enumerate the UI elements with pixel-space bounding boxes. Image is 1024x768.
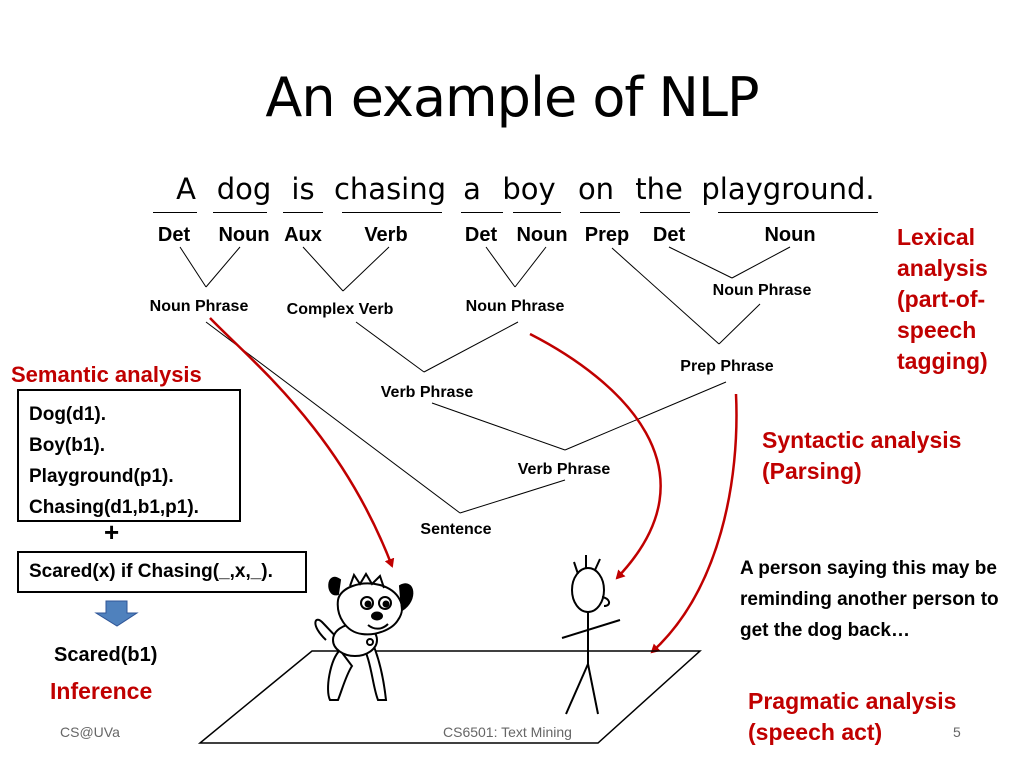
underline: [461, 212, 503, 213]
syntactic-analysis-label: Syntactic analysis (Parsing): [762, 425, 961, 487]
parse-tree-edges: [179, 246, 791, 514]
inference-conclusion: Scared(b1): [54, 644, 158, 666]
pos-tag: Aux: [284, 224, 322, 246]
node-noun-phrase-3: Noun Phrase: [712, 282, 812, 299]
word-chasing: chasing: [333, 172, 447, 206]
lexical-line: tagging): [897, 348, 988, 374]
node-sentence: Sentence: [420, 521, 492, 538]
underline: [213, 212, 267, 213]
underline: [640, 212, 690, 213]
syntactic-line: (Parsing): [762, 458, 862, 484]
inference-label: Inference: [50, 678, 153, 704]
pos-tag: Noun: [516, 224, 568, 246]
underline: [283, 212, 323, 213]
pos-tag: Noun: [764, 224, 816, 246]
node-prep-phrase: Prep Phrase: [680, 358, 774, 375]
pragmatic-line: (speech act): [748, 719, 883, 745]
lexical-line: analysis: [897, 255, 988, 281]
word-dog: dog: [216, 172, 272, 206]
lexical-line: speech: [897, 317, 977, 343]
dog-cartoon-icon: [314, 572, 414, 701]
underline: [153, 212, 197, 213]
slide-title: An example of NLP: [265, 66, 759, 129]
semantic-fact: Chasing(d1,b1,p1).: [29, 497, 199, 518]
page-number: 5: [953, 724, 961, 740]
pos-tag: Noun: [218, 224, 270, 246]
node-noun-phrase-1: Noun Phrase: [149, 298, 249, 315]
node-noun-phrase-2: Noun Phrase: [465, 298, 565, 315]
word-a: A: [176, 172, 196, 206]
playground-outline: [197, 650, 702, 744]
word-is: is: [291, 172, 315, 206]
semantic-analysis-label: Semantic analysis: [11, 362, 202, 387]
down-arrow-icon: [94, 600, 139, 627]
semantic-fact: Dog(d1).: [29, 404, 107, 425]
semantic-facts-box: Dog(d1). Boy(b1). Playground(p1). Chasin…: [17, 389, 241, 522]
speech-act-text: A person saying this may be reminding an…: [740, 558, 999, 641]
lexical-analysis-label: Lexical analysis (part-of- speech taggin…: [897, 222, 1017, 377]
word-playground: playground.: [701, 172, 875, 206]
node-verb-phrase-1: Verb Phrase: [380, 384, 474, 401]
syntactic-line: Syntactic analysis: [762, 427, 962, 453]
underline: [580, 212, 620, 213]
word-a2: a: [463, 172, 481, 206]
node-complex-verb: Complex Verb: [286, 301, 394, 318]
pos-tag: Prep: [584, 224, 630, 246]
word-on: on: [577, 172, 615, 206]
inference-rule-box: Scared(x) if Chasing(_,x,_).: [17, 551, 307, 593]
plus-sign: +: [104, 517, 120, 547]
word-boy: boy: [502, 172, 556, 206]
word-the: the: [635, 172, 683, 206]
footer-left: CS@UVa: [60, 724, 120, 740]
node-verb-phrase-2: Verb Phrase: [517, 461, 611, 478]
red-arrows: [209, 317, 738, 654]
pragmatic-analysis-label: Pragmatic analysis (speech act): [748, 686, 956, 748]
lexical-line: (part-of-: [897, 286, 986, 312]
pos-tag: Det: [157, 224, 191, 246]
underline: [718, 212, 878, 213]
pragmatic-line: Pragmatic analysis: [748, 688, 957, 714]
lexical-line: Lexical: [897, 224, 975, 250]
underline: [513, 212, 561, 213]
boy-stick-figure-icon: [561, 555, 621, 715]
pos-tag: Det: [464, 224, 498, 246]
underline: [342, 212, 442, 213]
pos-tag: Verb: [364, 224, 408, 246]
pos-tag: Det: [652, 224, 686, 246]
semantic-fact: Playground(p1).: [29, 466, 174, 487]
semantic-fact: Boy(b1).: [29, 435, 105, 456]
footer-center: CS6501: Text Mining: [443, 724, 572, 740]
